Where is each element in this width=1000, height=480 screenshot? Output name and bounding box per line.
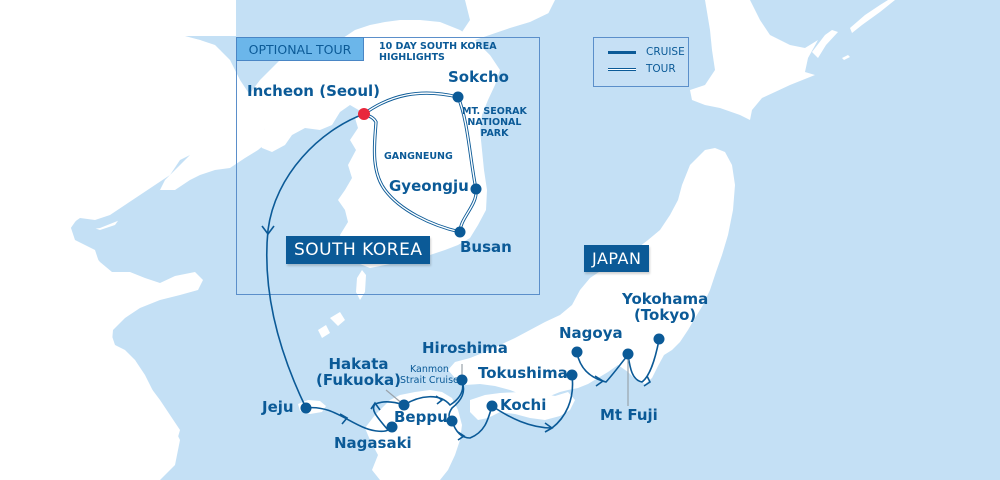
port-label-gyeongju: Gyeongju [389,177,469,195]
port-label-hakata-line2: (Fukuoka) [316,370,401,389]
land-shikoku [470,392,575,420]
annotation-kanmon-line2: Strait Cruise [400,375,459,387]
country-label-japan: JAPAN [584,245,650,272]
optional-tour-title: 10 DAY SOUTH KOREA HIGHLIGHTS [379,41,497,64]
port-label-tokushima: Tokushima [478,364,568,382]
port-label-hakata-line1: Hakata [328,355,389,373]
poi-label-gangneung: GANGNEUNG [384,151,453,162]
port-label-sokcho: Sokcho [448,68,509,86]
port-marker-mt-fuji[interactable] [622,348,634,360]
port-marker-incheon[interactable] [358,108,370,120]
land-kuril-islands [812,0,895,60]
cruise-route [265,113,660,439]
port-label-yokohama-line1: Yokohama [622,290,709,308]
port-label-nagasaki: Nagasaki [334,434,412,452]
land-honshu [448,148,735,398]
optional-tour-inset [236,37,540,295]
sea-bohai [70,155,190,230]
sea-east [475,0,1000,480]
land-kyushu [365,390,462,480]
port-label-hakata: Hakata (Fukuoka) [316,355,401,389]
port-label-jeju: Jeju [262,398,294,416]
land-shandong [0,240,203,480]
port-label-mt-fuji: Mt Fuji [600,406,658,424]
port-label-beppu: Beppu [394,408,448,426]
optional-tour-title-line1: 10 DAY SOUTH KOREA [379,41,497,52]
poi-line-3: PARK [480,127,509,139]
port-label-yokohama-line2: (Tokyo) [633,305,697,324]
port-label-hiroshima: Hiroshima [422,339,508,357]
port-label-incheon: Incheon (Seoul) [247,82,381,100]
land-hokkaido [690,0,818,120]
port-marker-yokohama[interactable] [653,333,665,345]
legend-label-cruise: CRUISE [646,46,685,58]
port-marker-sokcho[interactable] [452,91,464,103]
poi-label-mt-seorak: MT. SEORAK NATIONAL PARK [462,106,527,140]
cruise-line-icon [608,50,636,54]
port-marker-busan[interactable] [454,226,466,238]
port-label-kochi: Kochi [500,396,547,414]
cruise-arrows [261,225,652,441]
poi-line-1: MT. SEORAK [462,106,527,117]
tour-line-icon [608,67,636,71]
port-marker-tokushima[interactable] [566,369,578,381]
port-marker-kochi[interactable] [486,400,498,412]
legend-label-tour: TOUR [646,63,676,75]
port-marker-hakata[interactable] [398,399,410,411]
land-northeast-china [0,0,245,235]
optional-tour-title-line2: HIGHLIGHTS [379,51,445,63]
port-label-nagoya: Nagoya [559,324,623,342]
country-label-south-korea: SOUTH KOREA [286,236,431,264]
port-label-yokohama: Yokohama (Tokyo) [622,290,709,324]
land-korea [245,20,500,268]
port-marker-jeju[interactable] [300,402,312,414]
optional-tour-tab-label: OPTIONAL TOUR [248,41,352,57]
land-islands [318,270,366,338]
legend: CRUISE TOUR [593,37,689,87]
poi-line-2: NATIONAL [467,116,522,128]
optional-tour-tab: OPTIONAL TOUR [236,37,364,61]
port-marker-hiroshima[interactable] [456,374,468,386]
annotation-kanmon-line1: Kanmon [409,364,449,375]
port-marker-gyeongju[interactable] [470,183,482,195]
legend-item-cruise: CRUISE [608,46,685,58]
legend-item-tour: TOUR [608,63,676,75]
port-marker-nagoya[interactable] [571,346,583,358]
port-marker-nagasaki[interactable] [386,421,398,433]
port-marker-beppu[interactable] [446,415,458,427]
annotation-kanmon-strait: Kanmon Strait Cruise [400,364,459,387]
tour-route [363,91,478,235]
port-label-busan: Busan [460,238,512,256]
